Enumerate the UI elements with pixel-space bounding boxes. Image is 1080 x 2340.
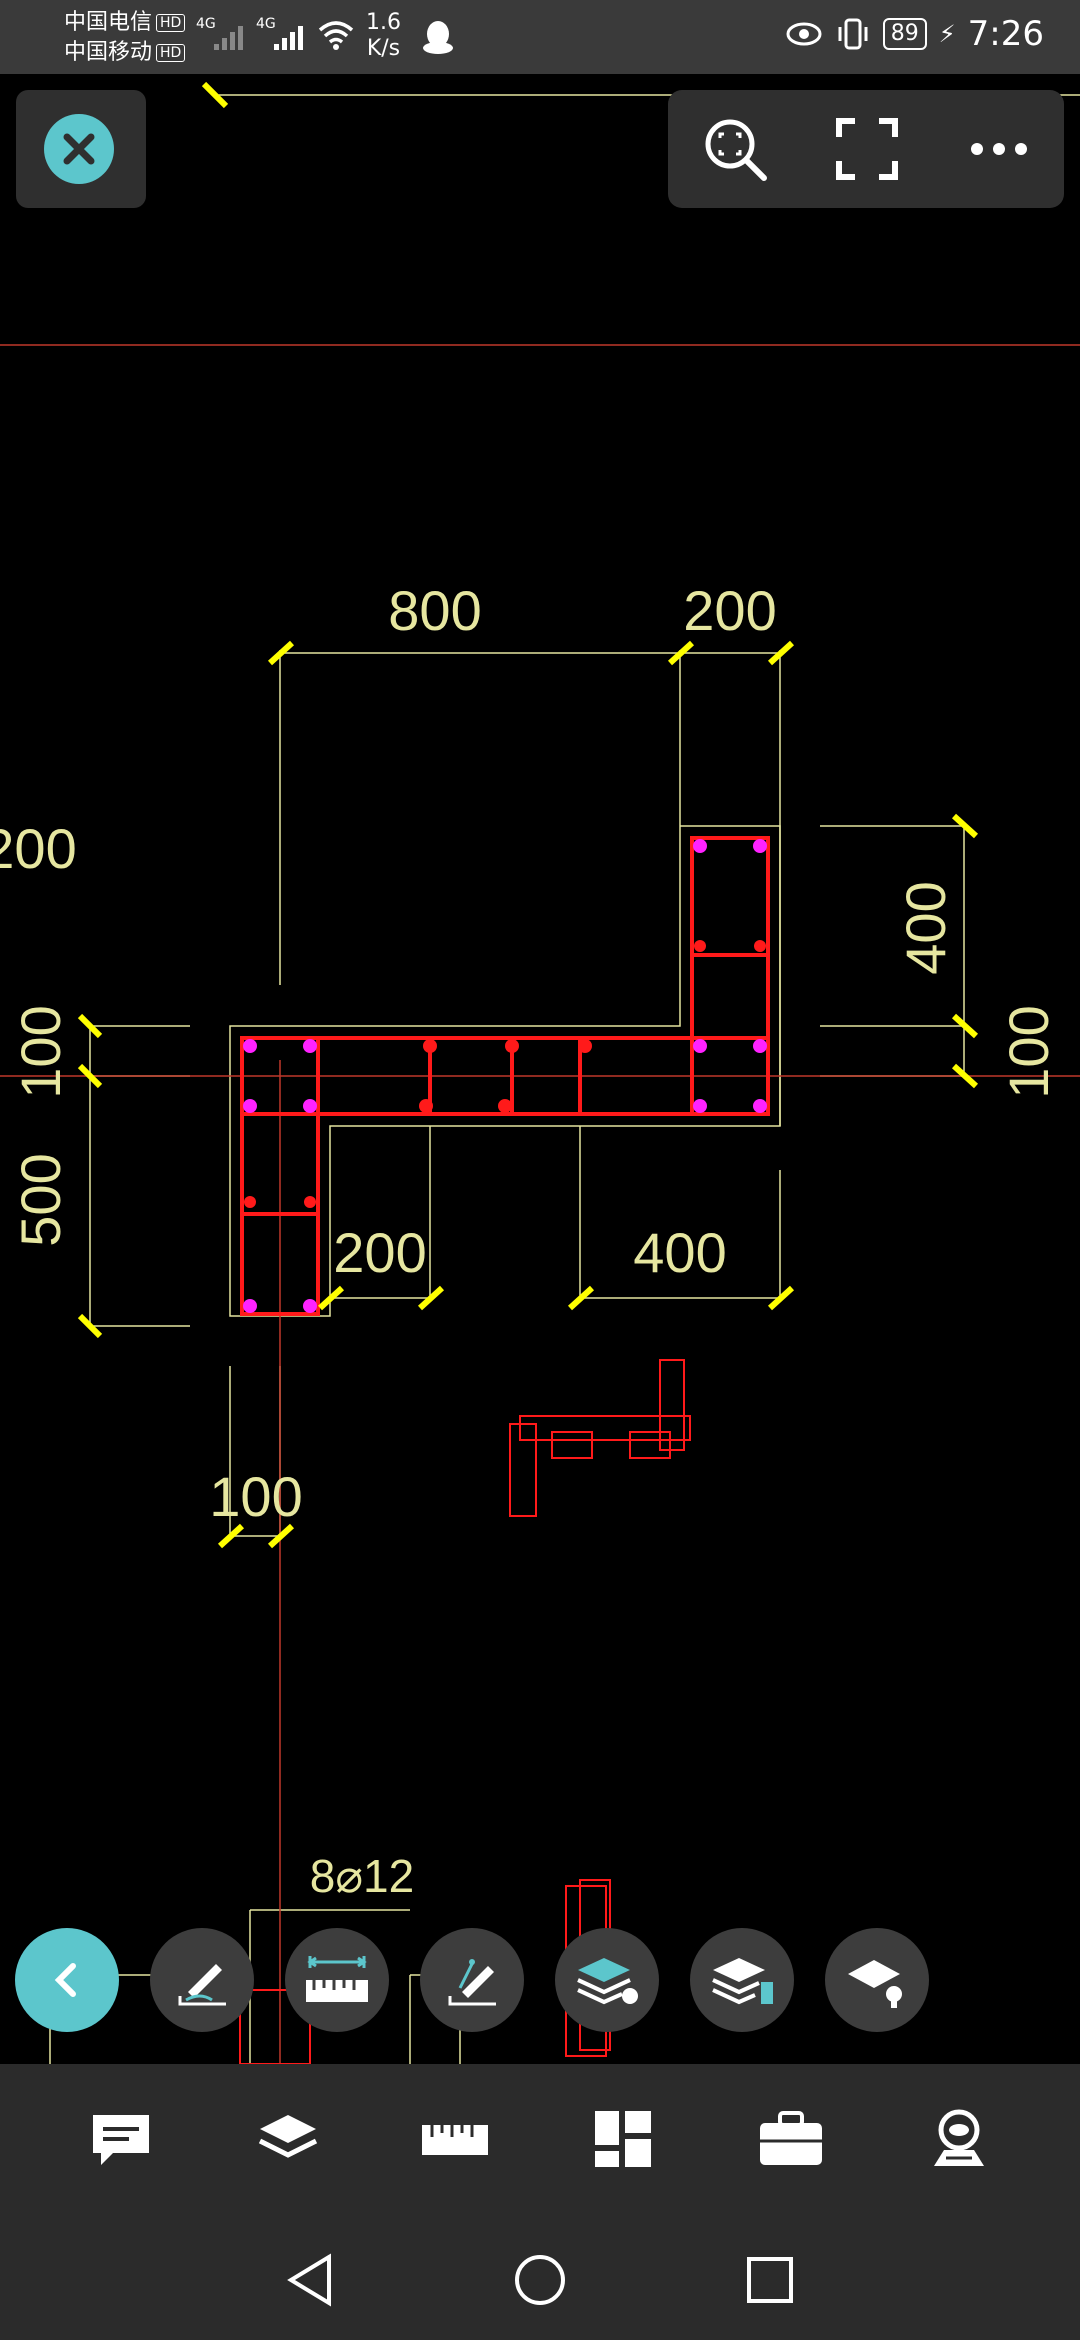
- dimension-lines: [40, 94, 1080, 2064]
- zoom-fit-icon: [705, 119, 767, 181]
- layers-icon: [258, 2115, 318, 2158]
- annotate-button[interactable]: [150, 1928, 254, 2032]
- nav-home-button[interactable]: [510, 2250, 570, 2310]
- layer-highlight-button[interactable]: [555, 1928, 659, 2032]
- tab-view-3d[interactable]: [924, 2104, 994, 2174]
- rebar-cage: [240, 836, 770, 1316]
- signal-icon: [214, 26, 243, 50]
- view-3d-icon: [934, 2109, 984, 2166]
- signal-icon: [274, 26, 303, 50]
- eye-comfort-icon: [786, 22, 822, 46]
- dimension-text: 800 200 200 400 100 100 500 200 400 100 …: [0, 579, 1060, 1902]
- fullscreen-button[interactable]: [832, 114, 902, 184]
- system-nav-bar: [0, 2214, 1080, 2340]
- recent-square-icon: [747, 2257, 793, 2303]
- drawing-canvas[interactable]: 800 200 200 400 100 100 500 200 400 100 …: [0, 74, 1080, 2064]
- qq-icon: [423, 21, 453, 54]
- nav-back-button[interactable]: [280, 2250, 340, 2310]
- speed-value: 1.6: [366, 10, 401, 35]
- nav-recent-button[interactable]: [740, 2250, 800, 2310]
- more-icon: [971, 143, 1027, 155]
- edit-markup-button[interactable]: [420, 1928, 524, 2032]
- carrier-2: 中国移动: [64, 40, 153, 65]
- tab-layers[interactable]: [253, 2104, 323, 2174]
- layer-visibility-button[interactable]: [825, 1928, 929, 2032]
- ruler-icon: [422, 2125, 488, 2155]
- hd-badge: HD: [156, 44, 186, 62]
- dim-200-left: 200: [0, 817, 77, 880]
- close-icon: [44, 114, 114, 184]
- toolbox-icon: [760, 2111, 822, 2165]
- corner-bars: [243, 839, 767, 1313]
- collapse-tools-button[interactable]: [15, 1928, 119, 2032]
- edit-markup-icon: [448, 1959, 496, 2006]
- layer-highlight-icon: [577, 1958, 638, 2005]
- wifi-icon: [318, 21, 354, 50]
- annotate-icon: [178, 1964, 226, 2006]
- hd-badge: HD: [156, 14, 186, 32]
- dim-800: 800: [388, 579, 481, 642]
- zoom-fit-button[interactable]: [700, 114, 770, 184]
- rebar-label: 8⌀12: [310, 1850, 414, 1902]
- more-button[interactable]: [964, 114, 1034, 184]
- network-speed: 1.6 K/s: [366, 10, 401, 62]
- battery-level: 89: [882, 18, 927, 50]
- fullscreen-icon: [836, 118, 898, 180]
- top-toolbar: [668, 90, 1064, 208]
- measure-icon: [306, 1956, 368, 2002]
- tab-grid[interactable]: [588, 2104, 658, 2174]
- tab-toolbox[interactable]: [756, 2104, 826, 2174]
- axis-lines: [0, 344, 1080, 2064]
- home-circle-icon: [515, 2255, 565, 2305]
- tab-comment[interactable]: [86, 2104, 156, 2174]
- dim-100-left: 100: [9, 1005, 72, 1098]
- grid-icon: [595, 2111, 651, 2167]
- network-type-2: 4G: [256, 16, 276, 32]
- dim-500: 500: [9, 1153, 72, 1246]
- charging-icon: ⚡: [938, 20, 956, 48]
- dim-400-bottom: 400: [633, 1221, 726, 1284]
- rebar-bars: [244, 940, 766, 1208]
- close-button[interactable]: [16, 90, 146, 208]
- dim-400-right: 400: [894, 881, 957, 974]
- layer-list-icon: [712, 1958, 773, 2005]
- network-type-1: 4G: [196, 16, 216, 32]
- layer-visibility-icon: [848, 1960, 902, 2008]
- status-right: 89 ⚡ 7:26: [785, 14, 1044, 54]
- dimension-ticks: [77, 81, 979, 1549]
- vibrate-icon: [838, 18, 868, 50]
- dim-200-bottom: 200: [333, 1221, 426, 1284]
- carrier-1: 中国电信: [64, 10, 153, 35]
- cad-drawing: 800 200 200 400 100 100 500 200 400 100 …: [0, 81, 1080, 2064]
- dim-200-top: 200: [683, 579, 776, 642]
- speed-unit: K/s: [366, 36, 401, 61]
- layer-list-button[interactable]: [690, 1928, 794, 2032]
- chevron-left-icon: [54, 1963, 76, 1997]
- comment-icon: [93, 2115, 149, 2165]
- tab-ruler[interactable]: [420, 2104, 490, 2174]
- bottom-tab-bar: [0, 2064, 1080, 2214]
- measure-button[interactable]: [285, 1928, 389, 2032]
- clock: 7:26: [967, 14, 1044, 54]
- back-triangle-icon: [287, 2253, 331, 2307]
- dim-100-right: 100: [997, 1005, 1060, 1098]
- dim-100-bottom: 100: [209, 1465, 302, 1528]
